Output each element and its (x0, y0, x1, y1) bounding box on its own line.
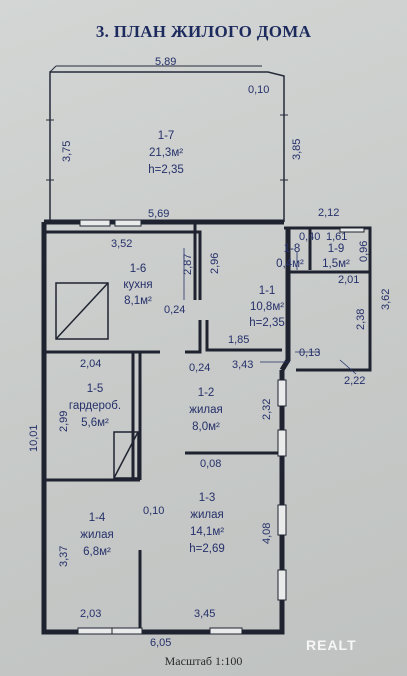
dim-label: 4,08 (261, 523, 273, 544)
dim-label: 2,38 (355, 309, 367, 330)
veranda-wall-right (262, 71, 285, 222)
dim-label: 1,61 (326, 231, 347, 243)
room-12-area: 8,0м² (192, 421, 220, 433)
dim-label: 3,75 (61, 141, 73, 162)
dim-label: 2,96 (209, 253, 221, 274)
realt-watermark: REALT (306, 637, 357, 653)
room-12-number: 1-2 (198, 387, 215, 399)
room-13-area: 14,1м² (190, 526, 224, 538)
closet-fixture (113, 431, 139, 479)
right-wall (279, 228, 291, 372)
room-11-number: 1-1 (259, 285, 276, 297)
dim-label: 2,12 (318, 207, 339, 219)
dim-label: 10,01 (28, 424, 40, 452)
room-13-height: h=2,69 (189, 543, 225, 555)
room-18-number: 1-8 (284, 243, 301, 255)
dim-label: 2,99 (58, 411, 70, 432)
dim-label: 0,13 (299, 347, 320, 359)
room-17-area: 21,3м² (149, 147, 183, 159)
dim-label: 2,32 (261, 399, 273, 420)
room-15-number: 1-5 (87, 383, 104, 395)
room-16-number: 1-6 (130, 263, 147, 275)
dim-label: 3,85 (291, 139, 303, 160)
room-14-name: жилая (80, 529, 113, 541)
room-13-name: жилая (190, 509, 223, 521)
dim-label: 0,96 (358, 241, 370, 262)
dim-label: 0,10 (143, 505, 164, 517)
room-12-name: жилая (189, 404, 222, 416)
room-11-height: h=2,35 (249, 317, 285, 329)
dim-label: 1,85 (228, 334, 249, 346)
room-19-area: 1,5м² (322, 258, 350, 270)
dim-label: 0,10 (248, 84, 269, 96)
main-outer-wall (41, 222, 285, 635)
scale-label: Масштаб 1:100 (164, 654, 243, 668)
kitchen-wall (44, 230, 202, 300)
room-16-area: 8,1м² (124, 295, 152, 307)
dim-label: 3,52 (111, 238, 132, 250)
room-13-number: 1-3 (199, 492, 216, 504)
room-11-area: 10,8м² (250, 301, 284, 313)
stove-fixture (55, 282, 109, 340)
dim-label: 2,01 (338, 274, 359, 286)
dim-label: 6,05 (150, 637, 171, 649)
room-19-number: 1-9 (328, 243, 345, 255)
dim-label: 5,89 (155, 56, 176, 68)
dim-label: 3,37 (58, 546, 70, 567)
dim-label: 0,24 (164, 304, 185, 316)
dim-label: 2,03 (80, 608, 101, 620)
plan-title: 3. ПЛАН ЖИЛОГО ДОМА (95, 22, 312, 41)
room-15-area: 5,6м² (81, 417, 109, 429)
dim-label: 5,69 (148, 208, 169, 220)
dim-label: 3,43 (232, 359, 253, 371)
room-17-number: 1-7 (158, 130, 175, 142)
dim-label: 2,22 (344, 375, 365, 387)
room-15-name: гардероб. (69, 400, 121, 412)
dim-label: 2,04 (80, 358, 101, 370)
dim-label: 0,40 (299, 231, 320, 243)
dim-label: 0,24 (189, 362, 210, 374)
room-17-height: h=2,35 (148, 164, 184, 176)
annex-wall (284, 226, 372, 372)
dim-label: 3,62 (380, 289, 392, 310)
room-18-area: 0,4м² (276, 258, 304, 270)
dim-label: 0,08 (200, 458, 221, 470)
room-16-name: кухня (123, 279, 152, 291)
dim-label: 3,45 (194, 608, 215, 620)
room-14-number: 1-4 (89, 512, 106, 524)
dim-label: 2,87 (182, 254, 194, 275)
room-14-area: 6,8м² (83, 546, 111, 558)
